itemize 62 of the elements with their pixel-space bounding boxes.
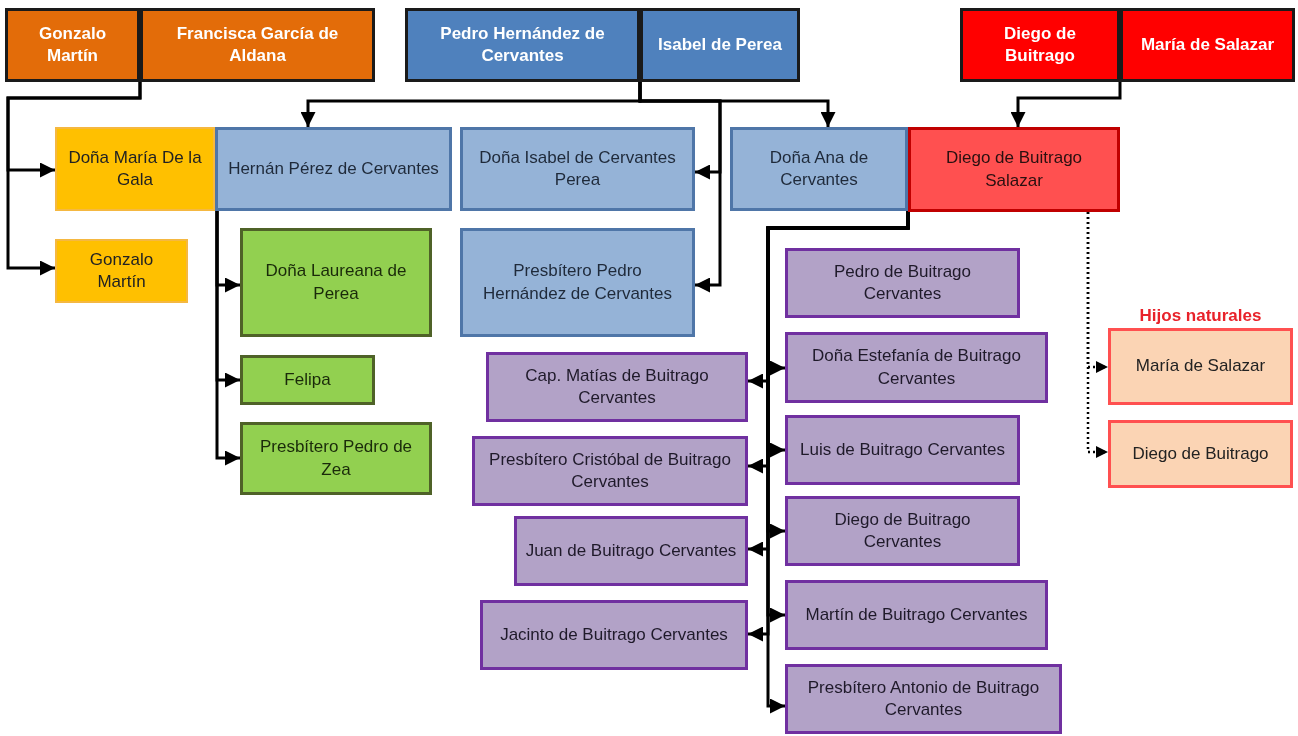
person-name: Presbítero Cristóbal de Buitrago Cervantes bbox=[488, 448, 732, 493]
person-box bbox=[960, 8, 1120, 82]
connector-arrow bbox=[215, 211, 240, 466]
person-name: María de Salazar bbox=[1140, 33, 1275, 56]
person-box bbox=[908, 127, 1120, 212]
person-box bbox=[785, 332, 1048, 403]
person-box bbox=[1108, 328, 1293, 405]
person-box bbox=[785, 415, 1020, 485]
person-name: Doña Isabel de Cervantes Perea bbox=[478, 146, 677, 191]
person-name: Pedro Hernández de Cervantes bbox=[439, 22, 606, 67]
person-name: Presbítero Pedro de Zea bbox=[258, 436, 414, 481]
person-box bbox=[514, 516, 748, 586]
person-name: Presbítero Antonio de Buitrago Cervantes bbox=[806, 676, 1041, 721]
person-box bbox=[1120, 8, 1295, 82]
person-box bbox=[460, 228, 695, 337]
person-name: Isabel de Perea bbox=[658, 33, 782, 56]
person-box bbox=[215, 127, 452, 211]
person-name: Martín de Buitrago Cervantes bbox=[805, 603, 1028, 626]
person-name: Jacinto de Buitrago Cervantes bbox=[500, 623, 728, 646]
person-box bbox=[785, 496, 1020, 566]
person-name: Doña María De la Gala bbox=[67, 146, 203, 191]
person-box bbox=[405, 8, 640, 82]
person-name: Luis de Buitrago Cervantes bbox=[799, 438, 1006, 461]
connector-arrow bbox=[638, 82, 722, 293]
person-box bbox=[240, 422, 432, 495]
person-box bbox=[1108, 420, 1293, 488]
person-name: Doña Estefanía de Buitrago Cervantes bbox=[811, 345, 1022, 390]
person-name: Gonzalo Martín bbox=[37, 22, 108, 67]
person-box bbox=[140, 8, 375, 82]
person-name: Presbítero Pedro Hernández de Cervantes bbox=[482, 260, 673, 305]
connector-arrow bbox=[6, 82, 142, 276]
person-box bbox=[5, 8, 140, 82]
person-box bbox=[785, 580, 1048, 650]
person-name: María de Salazar bbox=[1135, 355, 1266, 378]
person-box bbox=[460, 127, 695, 211]
person-name: Diego de Buitrago bbox=[1003, 22, 1077, 67]
person-name: Hernán Pérez de Cervantes bbox=[228, 157, 439, 180]
person-box bbox=[785, 664, 1062, 734]
connector-arrow bbox=[1010, 82, 1122, 127]
person-name: Diego de Buitrago bbox=[1132, 442, 1269, 465]
person-box bbox=[55, 127, 215, 211]
person-box bbox=[240, 355, 375, 405]
person-name: Doña Laureana de Perea bbox=[264, 260, 408, 305]
group-heading: Hijos naturales bbox=[1138, 305, 1263, 327]
person-name: Gonzalo Martín bbox=[88, 248, 155, 293]
person-box bbox=[785, 248, 1020, 318]
person-name: Francisca García de Aldana bbox=[175, 22, 340, 67]
connector-arrow bbox=[1086, 212, 1108, 459]
person-name: Pedro de Buitrago Cervantes bbox=[832, 260, 972, 305]
person-box bbox=[640, 8, 800, 82]
person-box bbox=[486, 352, 748, 422]
person-box bbox=[730, 127, 908, 211]
person-name: Juan de Buitrago Cervantes bbox=[525, 539, 737, 562]
person-box bbox=[240, 228, 432, 337]
person-box bbox=[472, 436, 748, 506]
person-name: Diego de Buitrago Cervantes bbox=[833, 508, 972, 553]
person-box bbox=[55, 239, 188, 303]
person-name: Felipa bbox=[284, 368, 331, 391]
person-box bbox=[480, 600, 748, 670]
person-name: Doña Ana de Cervantes bbox=[768, 146, 870, 191]
person-name: Cap. Matías de Buitrago Cervantes bbox=[524, 364, 710, 409]
person-name: Diego de Buitrago Salazar bbox=[944, 147, 1084, 192]
